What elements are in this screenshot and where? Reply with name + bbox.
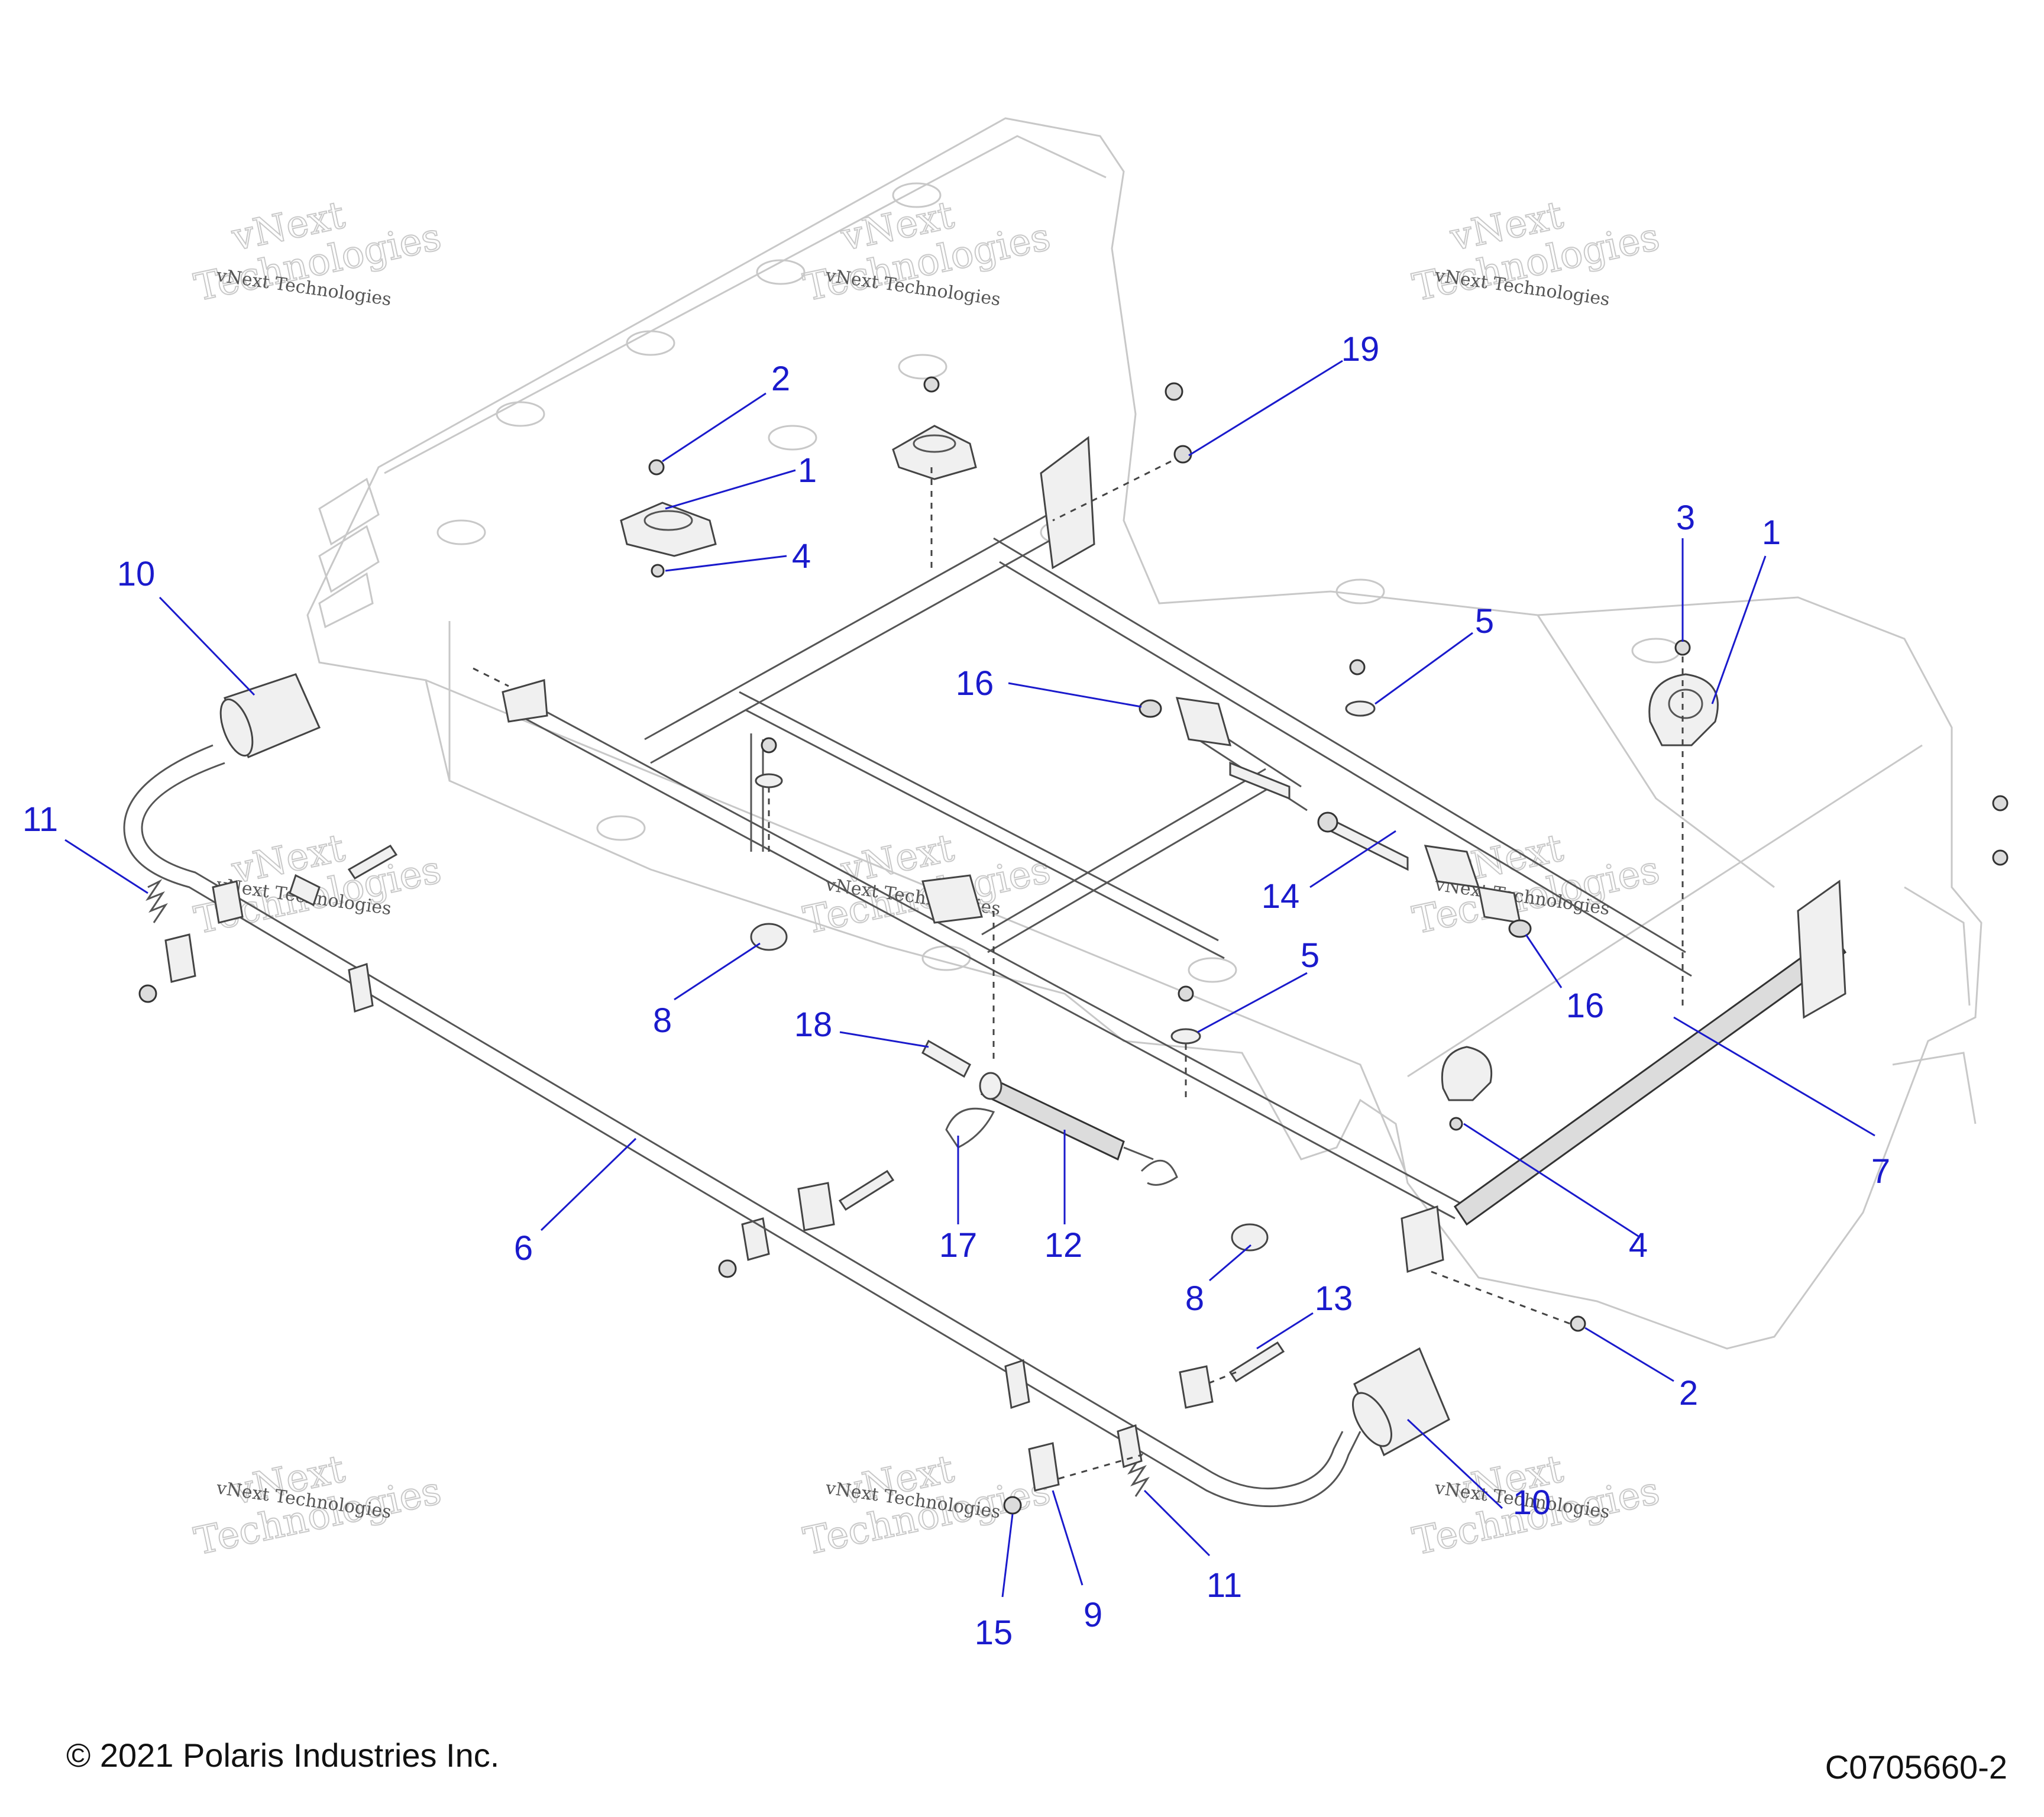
- clamp-bracket: [1179, 1365, 1214, 1409]
- d-ring-tie-down: [1648, 673, 1719, 746]
- bolt: [648, 459, 665, 476]
- callout-15: 15: [975, 1614, 1013, 1652]
- callout-8: 8: [1185, 1279, 1204, 1318]
- callout-16: 16: [956, 664, 994, 703]
- callout-18: 18: [794, 1006, 833, 1044]
- cap: [1231, 1223, 1269, 1252]
- leader-lines: [64, 360, 1875, 1598]
- vehicle-body-outline: [306, 117, 1982, 1350]
- bolt: [1228, 1341, 1285, 1383]
- callout-8: 8: [653, 1001, 672, 1040]
- nut: [138, 984, 157, 1003]
- nut: [651, 564, 665, 578]
- callout-13: 13: [1315, 1279, 1353, 1318]
- d-ring-tie-down: [1441, 1046, 1493, 1101]
- washer: [755, 773, 783, 788]
- callout-16: 16: [1566, 987, 1605, 1025]
- bumper-bar: [123, 744, 1361, 1508]
- callout-5: 5: [1301, 936, 1319, 975]
- bolt: [1570, 1315, 1586, 1332]
- clamp-bracket: [1028, 1442, 1060, 1492]
- bolt: [1173, 445, 1192, 464]
- callout-2: 2: [1679, 1374, 1698, 1412]
- clamp-bracket: [741, 1217, 770, 1261]
- clamp-bracket: [797, 1182, 835, 1231]
- callout-9: 9: [1084, 1596, 1102, 1634]
- bolt: [923, 376, 940, 393]
- bushing: [1508, 919, 1532, 938]
- callout-4: 4: [1629, 1226, 1648, 1265]
- callouts: 2 1 4 19 3 1 5 10 16 11 14 16 5 8 18 7 4…: [22, 330, 1890, 1652]
- diagram-code: C0705660-2: [1825, 1748, 2007, 1786]
- assembly-lines: [473, 460, 1684, 1480]
- bolt: [1349, 659, 1366, 675]
- callout-4: 4: [792, 537, 811, 576]
- callout-17: 17: [939, 1226, 978, 1265]
- callout-10: 10: [1513, 1483, 1551, 1522]
- callout-6: 6: [514, 1229, 533, 1268]
- nut: [1449, 1117, 1463, 1131]
- bolt: [1178, 985, 1194, 1002]
- bolt: [1165, 382, 1183, 401]
- callout-11: 11: [22, 800, 58, 839]
- callout-11: 11: [1207, 1566, 1242, 1605]
- callout-10: 10: [117, 555, 156, 593]
- callout-1: 1: [1762, 513, 1781, 552]
- callout-1: 1: [798, 451, 817, 490]
- callout-7: 7: [1871, 1152, 1890, 1191]
- copyright-notice: © 2021 Polaris Industries Inc.: [66, 1737, 500, 1774]
- bolt: [1992, 849, 2009, 866]
- callout-12: 12: [1044, 1226, 1083, 1265]
- callout-5: 5: [1475, 602, 1494, 641]
- hardware-parts: [138, 376, 2009, 1515]
- washer: [1170, 1028, 1201, 1045]
- clamp-bracket: [164, 933, 196, 983]
- bolt: [347, 845, 398, 880]
- washer: [1345, 700, 1376, 717]
- nut: [718, 1259, 737, 1278]
- gas-strut: [981, 1075, 1125, 1161]
- callout-2: 2: [771, 360, 790, 398]
- bumper-frame: [502, 436, 1847, 1273]
- bolt: [838, 1169, 895, 1211]
- spring: [145, 879, 168, 923]
- callout-19: 19: [1341, 330, 1380, 368]
- bolt: [1992, 795, 2009, 811]
- clevis-pin: [921, 1039, 971, 1078]
- callout-3: 3: [1676, 499, 1695, 537]
- bolt: [761, 737, 777, 754]
- nut: [1003, 1496, 1022, 1515]
- bushing: [1139, 699, 1162, 718]
- callout-14: 14: [1262, 877, 1300, 916]
- bolt: [1674, 639, 1691, 656]
- hitch-pin-clip: [945, 1107, 995, 1149]
